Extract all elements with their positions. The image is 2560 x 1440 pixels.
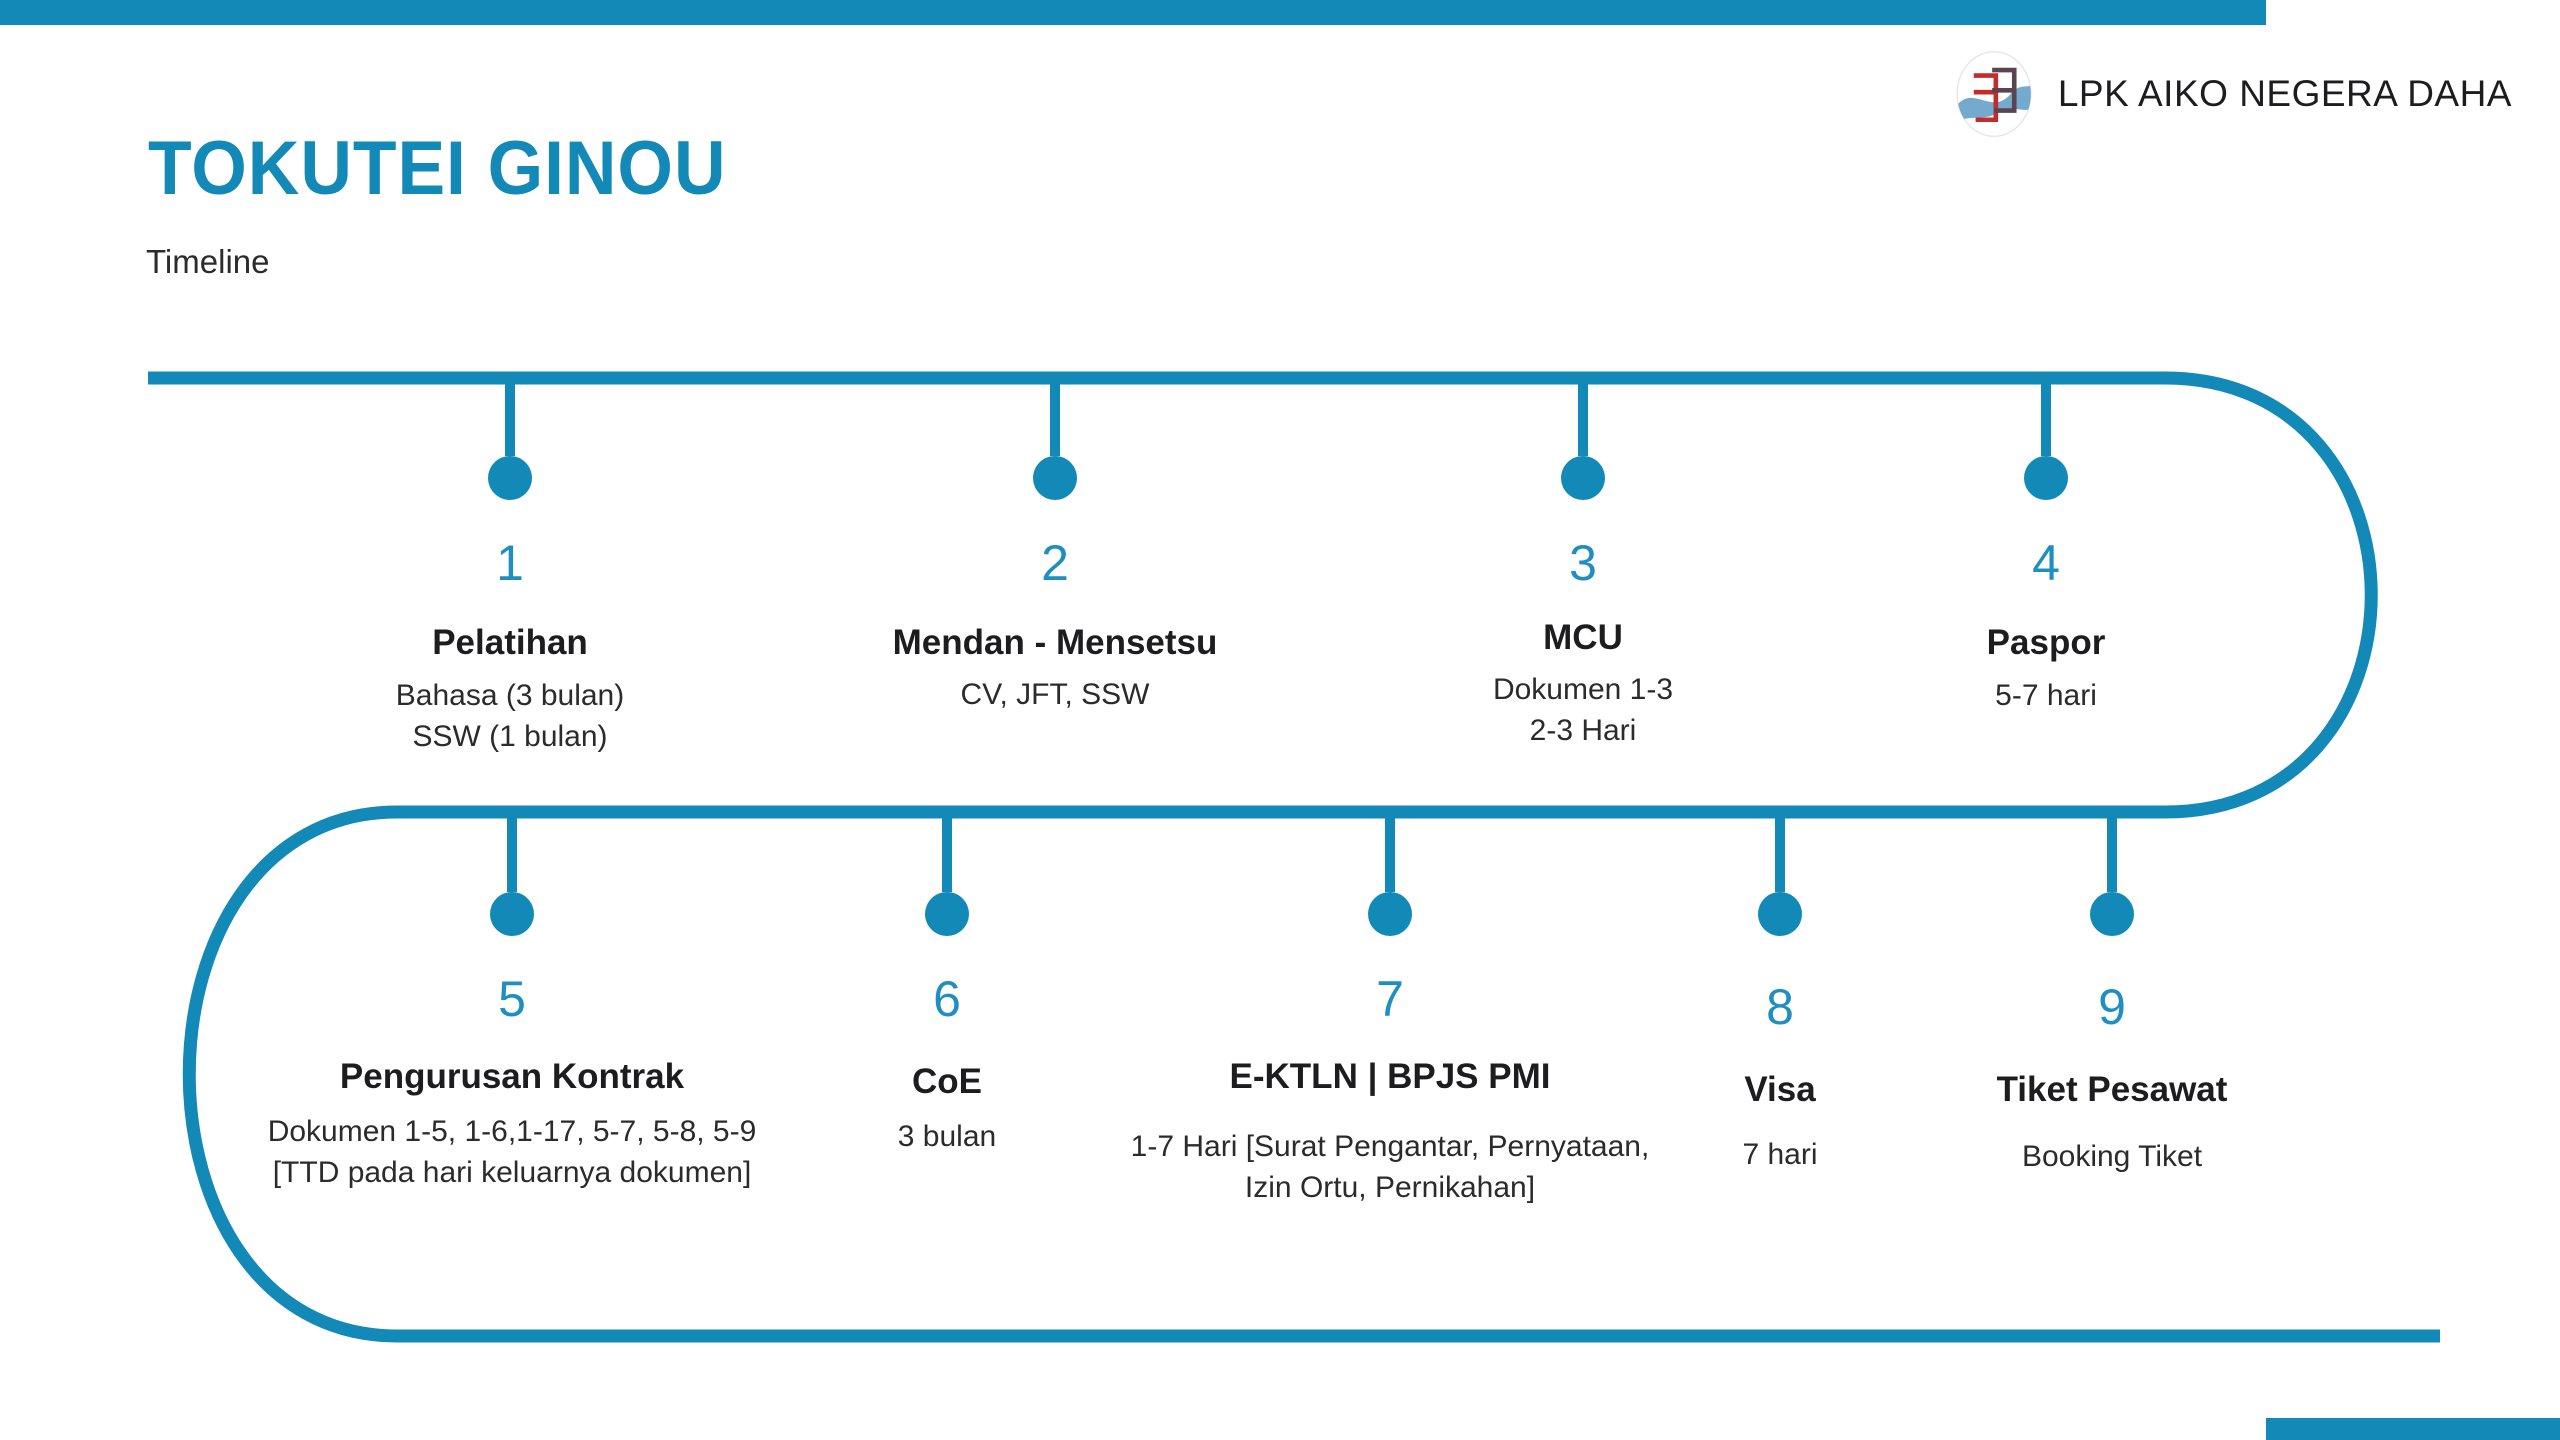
- stem: [2107, 812, 2117, 892]
- milestone-dot: [1758, 892, 1802, 936]
- stem: [2041, 378, 2051, 456]
- page-title: TOKUTEI GINOU: [148, 126, 727, 211]
- step-number: 7: [1376, 971, 1404, 1027]
- step-title: Visa: [1744, 1070, 1816, 1109]
- step-number: 1: [496, 535, 524, 591]
- stem: [1578, 378, 1588, 456]
- step-description: CV, JFT, SSW: [960, 678, 1150, 711]
- step-title: Pelatihan: [432, 623, 588, 662]
- step-number: 6: [933, 971, 961, 1027]
- milestone-dot: [1368, 892, 1412, 936]
- milestone-dot: [925, 892, 969, 936]
- top-accent-bar: [0, 0, 2266, 25]
- stem: [1050, 378, 1060, 456]
- stem: [942, 812, 952, 892]
- milestone-dot: [1561, 456, 1605, 500]
- step-description: 1-7 Hari [Surat Pengantar, Pernyataan, I…: [1130, 1130, 1650, 1204]
- step-number: 9: [2098, 979, 2126, 1035]
- step-title: MCU: [1543, 618, 1623, 657]
- step-number: 4: [2032, 535, 2060, 591]
- step-number: 8: [1766, 979, 1794, 1035]
- milestone-dot: [488, 456, 532, 500]
- stem: [1775, 812, 1785, 892]
- brand-name: LPK AIKO NEGERA DAHA: [2057, 73, 2512, 114]
- step-description: Dokumen 1-3 2-3 Hari: [1492, 673, 1674, 747]
- page-subtitle: Timeline: [146, 243, 270, 280]
- stem: [505, 378, 515, 456]
- step-description: Bahasa (3 bulan) SSW (1 bulan): [395, 679, 625, 753]
- step-description: 7 hari: [1742, 1138, 1818, 1171]
- step-title: Paspor: [1986, 623, 2106, 662]
- milestone-dot: [2090, 892, 2134, 936]
- milestone-dot: [490, 892, 534, 936]
- step-number: 5: [498, 971, 526, 1027]
- step-title: CoE: [912, 1062, 982, 1101]
- milestone-dot: [2024, 456, 2068, 500]
- step-title: Pengurusan Kontrak: [339, 1057, 685, 1096]
- step-description: 5-7 hari: [1995, 679, 2097, 712]
- stem: [1385, 812, 1395, 892]
- step-description: Dokumen 1-5, 1-6,1-17, 5-7, 5-8, 5-9 [TT…: [267, 1115, 757, 1189]
- stem: [507, 812, 517, 892]
- step-title: Mendan - Mensetsu: [892, 623, 1218, 662]
- step-number: 2: [1041, 535, 1069, 591]
- circular-emblem-logo-icon: [1956, 50, 2032, 138]
- step-description: Booking Tiket: [2021, 1140, 2203, 1173]
- step-number: 3: [1569, 535, 1597, 591]
- milestone-dot: [1033, 456, 1077, 500]
- step-title: E-KTLN | BPJS PMI: [1229, 1057, 1551, 1096]
- bottom-accent-bar: [2266, 1418, 2560, 1440]
- step-title: Tiket Pesawat: [1996, 1070, 2228, 1109]
- step-description: 3 bulan: [897, 1120, 997, 1153]
- brand-header: LPK AIKO NEGERA DAHA: [1948, 48, 2512, 140]
